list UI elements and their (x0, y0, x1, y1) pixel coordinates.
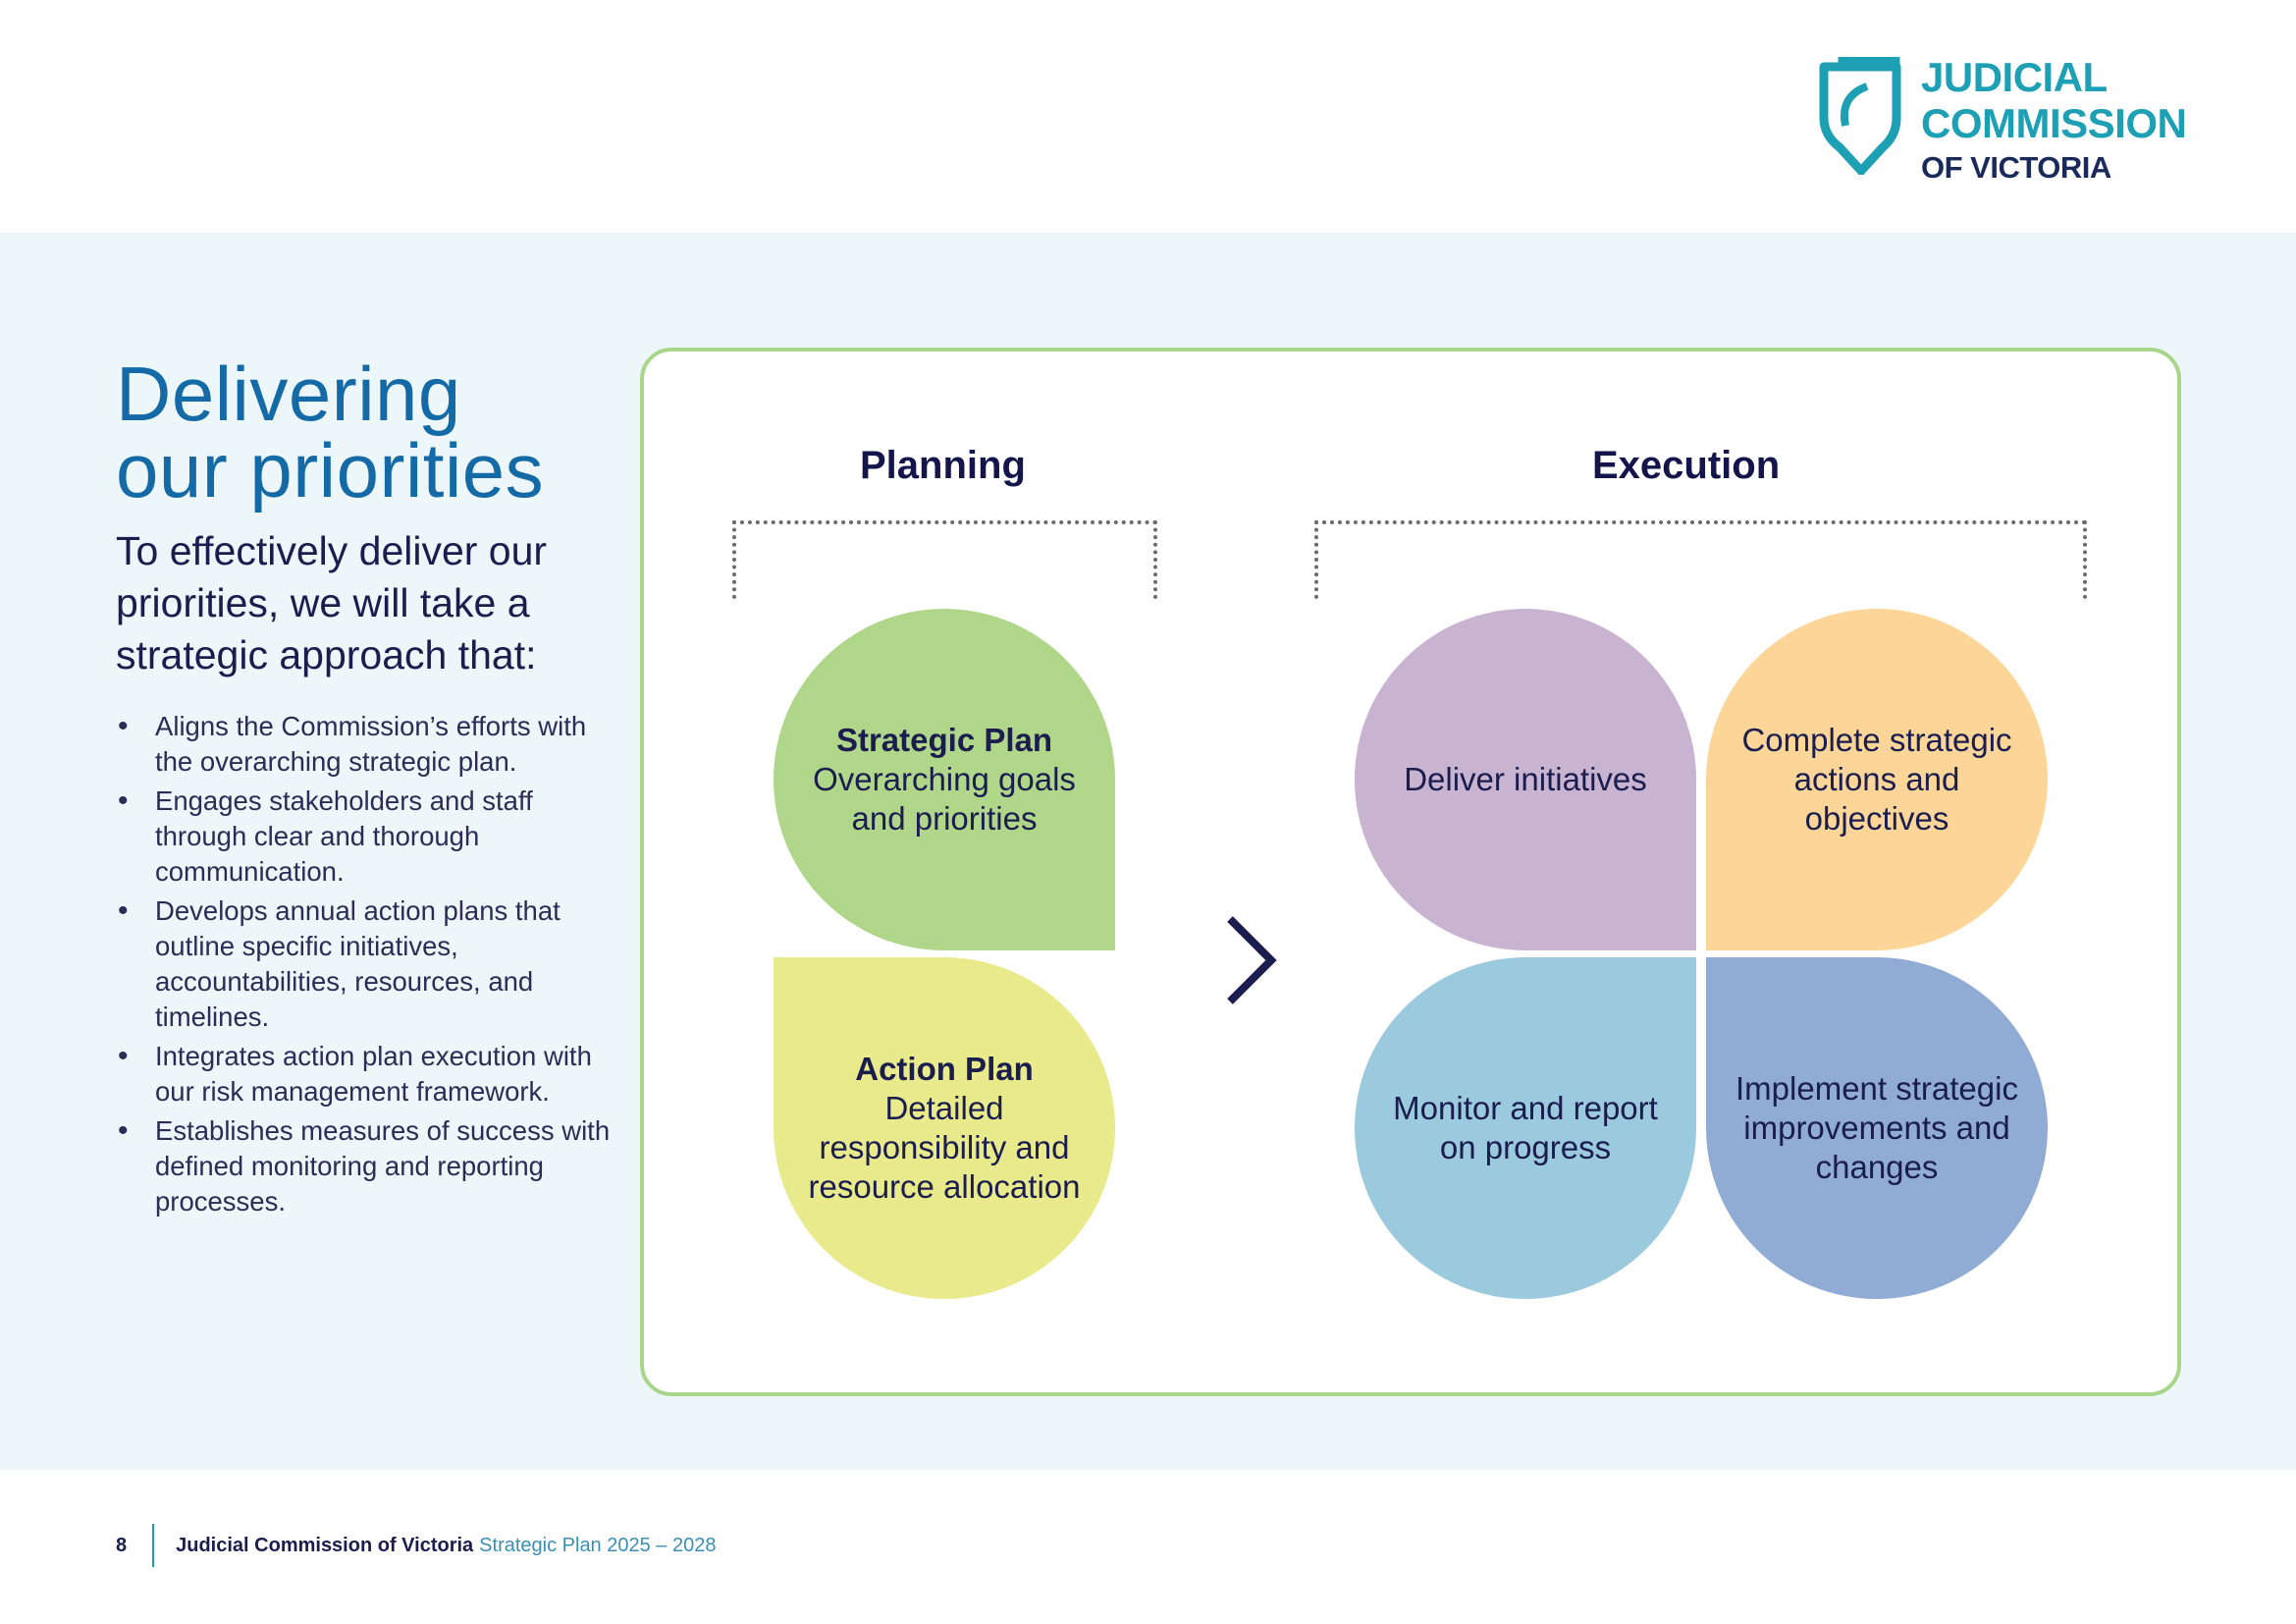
list-item: • Integrates action plan execution with o… (116, 1039, 626, 1110)
footer-org: Judicial Commission of Victoria (176, 1534, 474, 1556)
strategic-plan-title: Strategic Plan (835, 722, 1053, 758)
complete-petal: Complete strategic actions and objective… (1706, 609, 2048, 950)
deliver-text: Deliver initiatives (1404, 761, 1647, 797)
page-number: 8 (116, 1534, 128, 1556)
bullet-icon: • (118, 710, 129, 742)
deliver-petal: Deliver initiatives (1355, 609, 1696, 950)
page-title-line-1: Delivering (116, 351, 461, 437)
execution-title: Execution (1592, 444, 1781, 487)
strategic-plan-text: Overarching goals and priorities (813, 761, 1076, 837)
planning-title: Planning (860, 444, 1026, 487)
action-plan-petal: Action Plan Detailed responsibility and … (774, 957, 1115, 1299)
bullet-icon: • (118, 894, 129, 927)
action-plan-title: Action Plan (855, 1051, 1034, 1087)
list-item-text: Engages stakeholders and staff through c… (155, 785, 533, 887)
list-item-text: Develops annual action plans that outlin… (155, 895, 561, 1032)
implement-text: Implement strategic improvements and cha… (1735, 1070, 2018, 1185)
implement-petal: Implement strategic improvements and cha… (1706, 957, 2048, 1299)
footer-plan: Strategic Plan 2025 – 2028 (479, 1534, 717, 1556)
logo-line-1: JUDICIAL (1921, 54, 2108, 100)
list-item: • Develops annual action plans that outli… (116, 893, 626, 1035)
shield-icon (1819, 57, 1901, 175)
monitor-petal: Monitor and report on progress (1355, 957, 1696, 1299)
execution-bracket (1314, 520, 2087, 599)
logo-line-3: OF VICTORIA (1921, 150, 2111, 185)
footer: 8 Judicial Commission of Victoria Strate… (116, 1524, 716, 1567)
planning-bracket (732, 520, 1157, 599)
bullet-icon: • (118, 785, 129, 817)
approach-list: • Aligns the Commission’s efforts with th… (116, 709, 626, 1223)
list-item: • Establishes measures of success with de… (116, 1113, 626, 1219)
list-item-text: Aligns the Commission’s efforts with the… (155, 711, 587, 777)
action-plan-text: Detailed responsibility and resource all… (808, 1090, 1081, 1205)
intro-text: To effectively deliver our priorities, w… (116, 528, 548, 677)
list-item: • Engages stakeholders and staff through … (116, 784, 626, 890)
bullet-icon: • (118, 1114, 129, 1147)
footer-divider (152, 1524, 155, 1567)
list-item: • Aligns the Commission’s efforts with th… (116, 709, 626, 780)
logo-line-2: COMMISSION (1921, 100, 2187, 146)
list-item-text: Establishes measures of success with def… (155, 1115, 611, 1217)
list-item-text: Integrates action plan execution with ou… (155, 1041, 592, 1107)
page-title: Delivering our priorities (116, 355, 544, 509)
strategic-plan-petal: Strategic Plan Overarching goals and pri… (774, 609, 1115, 950)
bullet-icon: • (118, 1040, 129, 1072)
chevron-right-icon (1227, 916, 1277, 1004)
monitor-text: Monitor and report on progress (1393, 1090, 1658, 1165)
logo: JUDICIAL COMMISSION OF VICTORIA (1818, 57, 2191, 185)
page-title-line-2: our priorities (116, 427, 545, 514)
complete-text: Complete strategic actions and objective… (1741, 722, 2012, 837)
